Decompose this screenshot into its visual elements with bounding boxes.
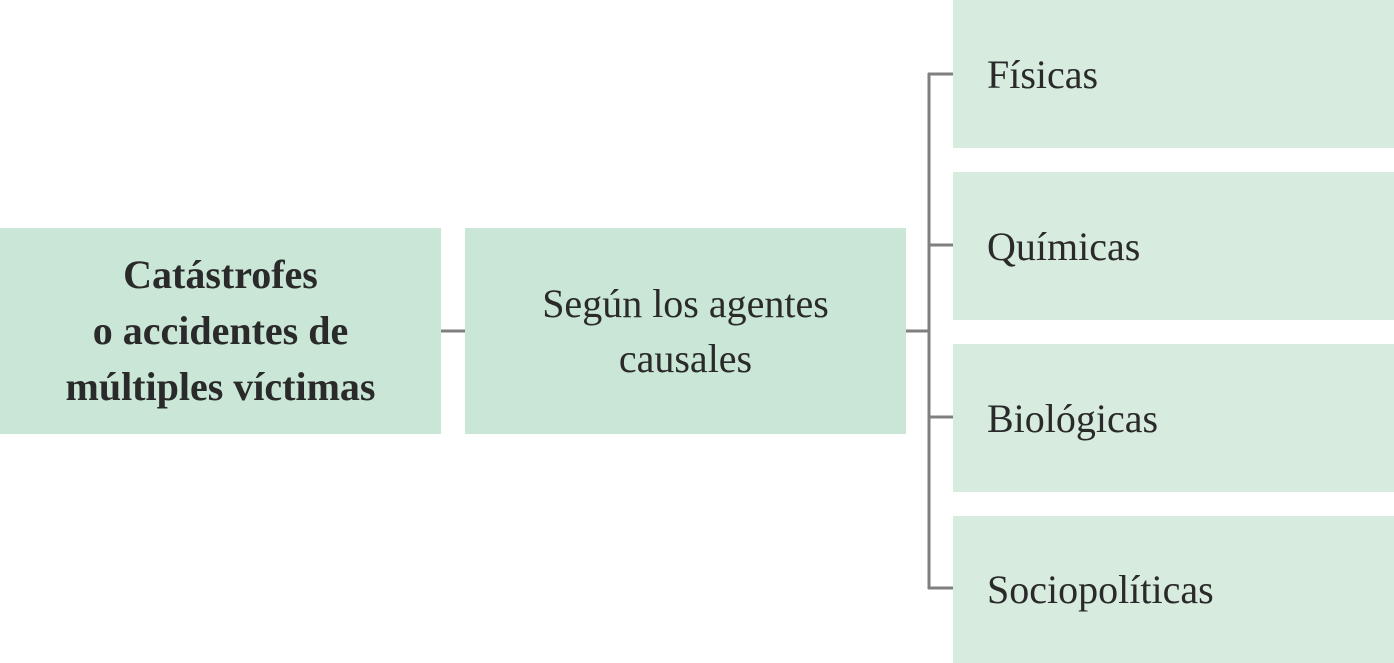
type-node-label: Sociopolíticas <box>987 567 1214 612</box>
root-node-label: Catástrofes o accidentes de múltiples ví… <box>65 252 376 409</box>
category-node: Según los agentes causales <box>465 228 906 434</box>
category-node-label: Según los agentes causales <box>542 281 829 381</box>
type-node-biologicas: Biológicas <box>953 344 1394 492</box>
type-node-label: Biológicas <box>987 395 1159 441</box>
type-node-quimicas: Químicas <box>953 172 1394 320</box>
type-node-label: Químicas <box>987 223 1141 269</box>
type-node-fisicas: Físicas <box>953 0 1394 148</box>
type-node-sociopoliticas: Sociopolíticas <box>953 516 1394 663</box>
root-node: Catástrofes o accidentes de múltiples ví… <box>0 228 441 434</box>
type-node-label: Físicas <box>987 51 1099 97</box>
